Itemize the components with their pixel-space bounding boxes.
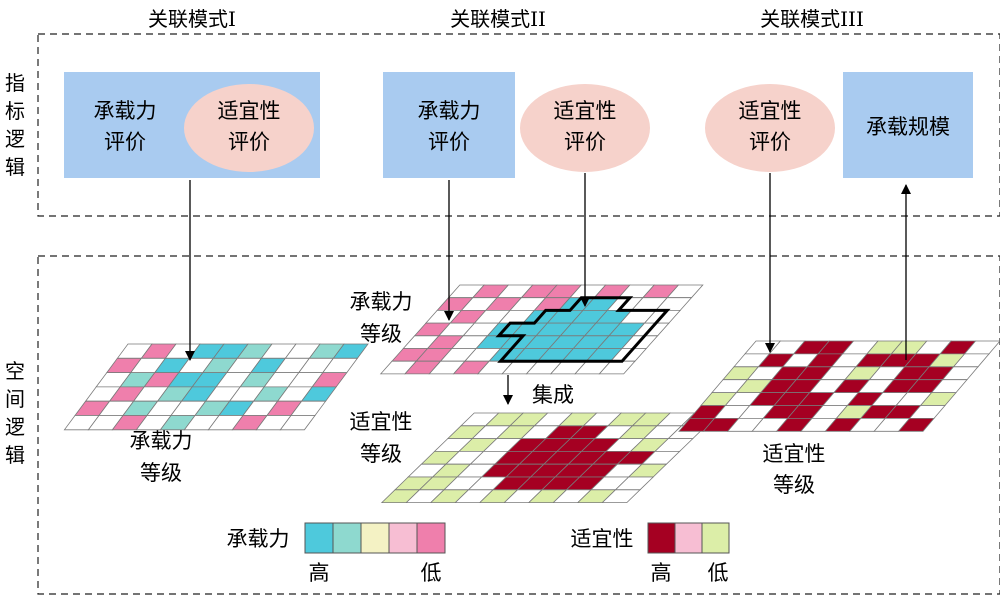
mode2-suit-ellipse [520, 84, 650, 172]
mode-title-2: 关联模式II [450, 7, 546, 31]
legend-swatch [304, 522, 334, 554]
legend-carrying-high: 高 [309, 561, 330, 585]
grid-cell [601, 489, 641, 504]
grid-cell [897, 417, 935, 432]
side-label-index-2: 标 [5, 99, 25, 123]
legend-carrying-low: 低 [421, 561, 442, 585]
mode3-grade-line2: 等级 [773, 473, 815, 497]
mode3-scale-text: 承载规模 [866, 115, 950, 139]
mode2-suit-grade-line2: 等级 [360, 442, 402, 466]
mode2-carrying-box [383, 72, 515, 178]
side-label-space-3: 逻 [5, 415, 25, 439]
legend-swatch [701, 522, 730, 554]
grid-cell [598, 360, 636, 375]
mode-title-3: 关联模式III [760, 7, 864, 31]
grid-mode2-suit [380, 412, 721, 504]
mode1-carrying-line1: 承载力 [94, 99, 157, 123]
integration-highlight-outline [495, 296, 671, 363]
index-logic-frame [37, 33, 1000, 217]
mode2-carrying-line2: 评价 [428, 130, 470, 154]
side-label-index-3: 逻 [5, 127, 25, 151]
mode2-carrying-grade-line1: 承载力 [350, 290, 413, 314]
grid-mode2-carrying [379, 284, 704, 375]
legend-swatch [388, 522, 418, 554]
space-logic-frame [37, 255, 1000, 595]
legend-swatch [360, 522, 390, 554]
legend-suit-title: 适宜性 [571, 527, 634, 551]
mode3-grade-line1: 适宜性 [763, 442, 826, 466]
grid-mode1-carrying [63, 343, 369, 431]
legend-suit-low: 低 [708, 561, 729, 585]
mode1-grade-line1: 承载力 [130, 429, 193, 453]
mode2-suit-grade-line1: 适宜性 [350, 410, 413, 434]
mode1-suit-line1: 适宜性 [218, 99, 281, 123]
side-label-space-4: 辑 [5, 443, 25, 467]
legend-carrying-swatches [304, 522, 446, 554]
grid-cell [279, 415, 316, 431]
side-label-index-4: 辑 [5, 155, 25, 179]
mode2-suit-line2: 评价 [564, 130, 606, 154]
mode1-grade-line2: 等级 [140, 461, 182, 485]
mode3-suit-ellipse [705, 84, 835, 172]
legend-swatch [674, 522, 703, 554]
mode2-carrying-line1: 承载力 [418, 99, 481, 123]
mode1-suit-line2: 评价 [228, 130, 270, 154]
side-label-space-1: 空 [5, 359, 25, 383]
side-label-index-1: 指 [5, 71, 25, 95]
mode2-suit-line1: 适宜性 [554, 99, 617, 123]
legend-suit-swatches [647, 522, 730, 554]
legend-carrying-title: 承载力 [227, 527, 290, 551]
mode3-suit-line1: 适宜性 [739, 99, 802, 123]
grid-mode3-suit [678, 340, 1000, 432]
mode3-scale-box [843, 72, 973, 178]
legend-swatch [647, 522, 676, 554]
mode3-suit-line2: 评价 [749, 130, 791, 154]
mode1-carrying-line2: 评价 [104, 130, 146, 154]
legend-swatch [332, 522, 362, 554]
mode-title-1: 关联模式I [148, 7, 236, 31]
legend-swatch [416, 522, 446, 554]
side-label-space-2: 间 [5, 387, 25, 411]
integrate-label: 集成 [532, 383, 574, 407]
mode2-carrying-grade-line2: 等级 [360, 322, 402, 346]
mode1-suit-ellipse [184, 84, 314, 172]
legend-suit-high: 高 [651, 561, 672, 585]
